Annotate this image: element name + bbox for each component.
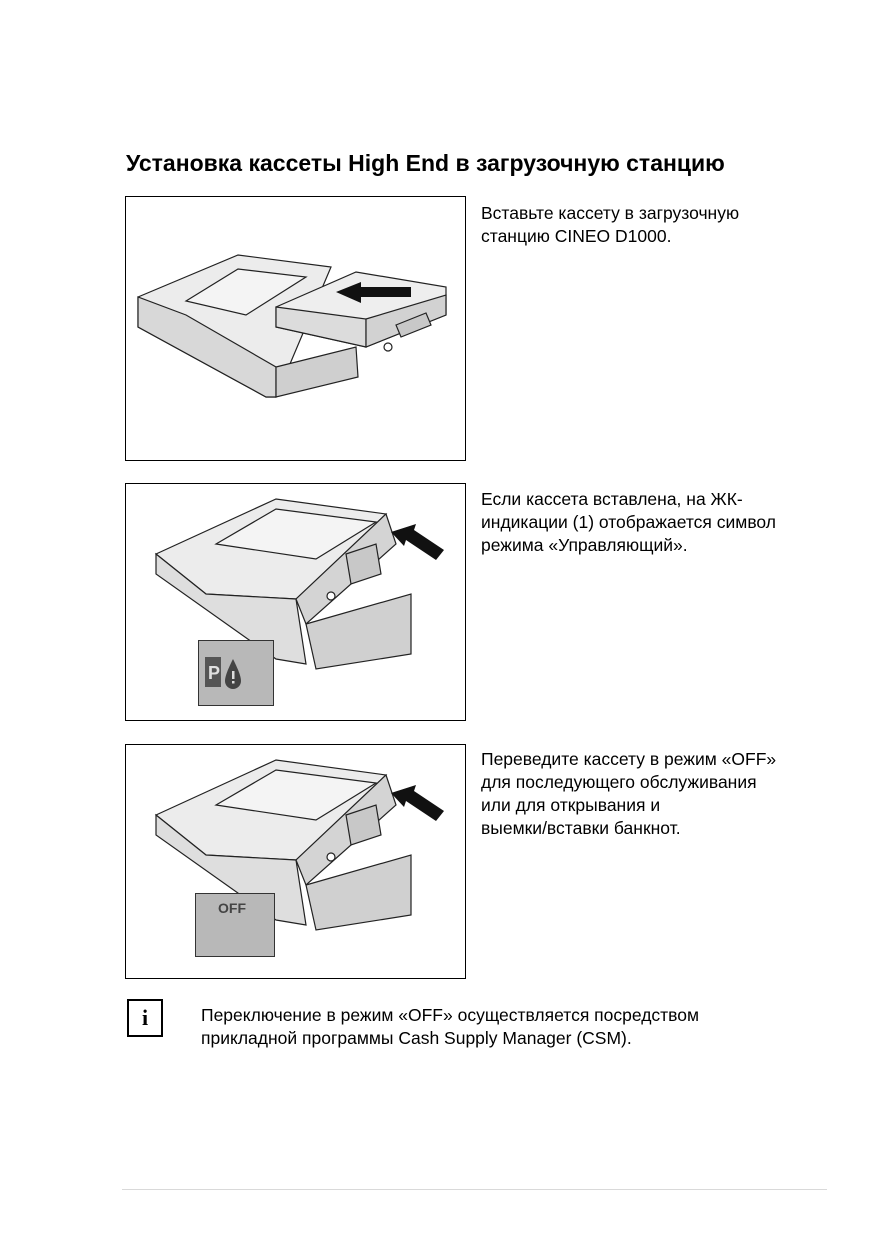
info-icon: i (127, 999, 163, 1037)
lcd-off-label: OFF (218, 900, 246, 916)
step-3-illustration: OFF (125, 744, 466, 979)
info-note-text: Переключение в режим «OFF» осуществляетс… (201, 1005, 700, 1048)
cassette-inserted-drawing (154, 498, 444, 670)
svg-text:P: P (208, 663, 220, 683)
cassette-insert-drawing (137, 254, 447, 398)
page-title: Установка кассеты High End в загрузочную… (126, 150, 725, 176)
lcd-display-supervisor: P (198, 640, 274, 706)
cassette-off-drawing (154, 759, 444, 931)
lcd-display-off: OFF (195, 893, 275, 957)
step-1-illustration (125, 196, 466, 461)
step-3-text: Переведите кассету в режим «OFF» для пос… (481, 749, 777, 838)
step-1-text: Вставьте кассету в загрузочную станцию C… (481, 203, 740, 246)
footer-divider (122, 1189, 827, 1190)
supervisor-mode-icon: P (205, 657, 241, 689)
step-2-text: Если кассета вставлена, на ЖК- индикации… (481, 489, 776, 555)
step-2-illustration: P (125, 483, 466, 721)
